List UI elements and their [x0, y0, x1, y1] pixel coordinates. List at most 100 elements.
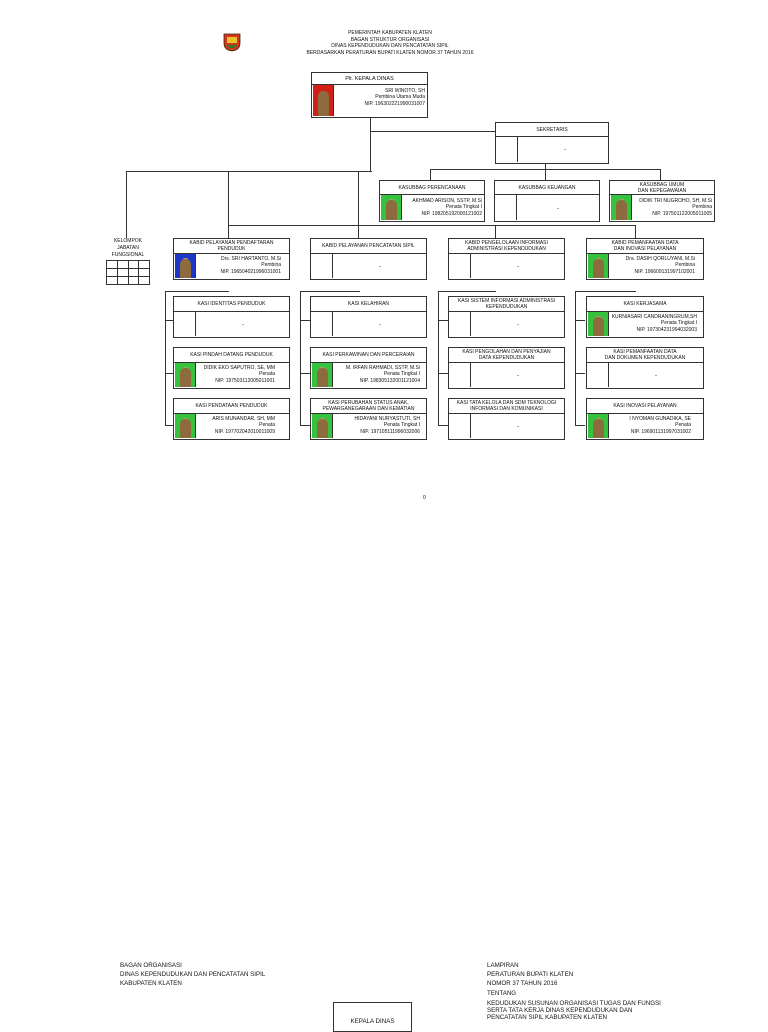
kasubbag-perencanaan-name: AKHMAD ARISON, SSTP, M.Si [412, 198, 482, 204]
connector [438, 291, 439, 426]
connector [575, 373, 585, 374]
kasi-perubahan-status-box: KASI PERUBAHAN STATUS ANAK,PEWARGANEGARA… [310, 398, 427, 440]
fungsional-grid [106, 260, 150, 285]
kasubbag-umum-title-1: KASUBBAG UMUM [639, 181, 685, 188]
kasubbag-perencanaan-title: KASUBBAG PERENCANAAN [380, 181, 484, 195]
footer-right-line-7: PENCATATAN SIPIL KABUPATEN KLATEN [487, 1013, 607, 1021]
connector [430, 169, 431, 180]
footer-right-line-5: KEDUDUKAN SUSUNAN ORGANISASI TUGAS DAN F… [487, 999, 661, 1007]
col2-2-rank: Penata Tingkat I [383, 422, 420, 429]
col2-0-title: KASI KELAHIRAN [311, 297, 426, 312]
kepala-title: Plt. KEPALA DINAS [312, 73, 427, 85]
portrait-photo [312, 363, 333, 387]
connector [575, 291, 576, 426]
kabid1-title-2: PENDUDUK [217, 246, 246, 252]
kasi-inovasi-pelayanan-box: KASI INOVASI PELAYANAN I NYOMAN GUNADIKA… [586, 398, 704, 440]
footer-right-line-6: SERTA TATA KERJA DINAS KEPENDUDUKAN DAN [487, 1006, 633, 1014]
footer-left-line-3: KABUPATEN KLATEN [120, 980, 182, 988]
col4-0-name: KURNIASARI CANDRANINGRUM,SH [611, 314, 697, 320]
portrait-photo [588, 254, 609, 278]
kabid3-title-2: ADMINISTRASI KEPENDUDUKAN [467, 246, 546, 252]
connector [438, 373, 448, 374]
kabid1-rank: Pembina [261, 262, 281, 269]
col2-2-name: HIDAYANI NURYASTUTI, SH [354, 416, 420, 422]
footer-left-line-2: DINAS KEPENDUDUKAN DAN PENCATATAN SIPIL [120, 971, 266, 979]
connector [126, 171, 127, 238]
portrait-photo [450, 254, 471, 278]
col3-1-title-1: KASI PENGOLAHAN DAN PENYAJIAN [462, 349, 551, 355]
col2-2-nip: NIP. 197105111996032006 [360, 428, 420, 435]
kasi-kerjasama-box: KASI KERJASAMA KURNIASARI CANDRANINGRUM,… [586, 296, 704, 338]
portrait-photo [611, 195, 632, 220]
kabid4-rank: Pembina [675, 262, 695, 269]
connector [660, 169, 661, 180]
kepala-rank: Pembina Utama Muda [375, 94, 425, 101]
kepala-dinas-box: Plt. KEPALA DINAS SRI WINOTO, SH Pembina… [311, 72, 428, 118]
kabupaten-logo [222, 32, 242, 52]
col1-1-rank: Penata [259, 371, 275, 378]
col2-0-value: - [379, 322, 381, 328]
connector [165, 373, 173, 374]
portrait-photo [175, 414, 196, 438]
connector [228, 171, 229, 238]
col1-0-value: - [242, 322, 244, 328]
col2-1-nip: NIP. 198305132001121004 [359, 377, 420, 384]
col2-1-name: M. IRFAN RAHMADI, SSTP, M.Si [345, 365, 420, 371]
col3-0-title-1: KASI SISTEM INFORMASI ADMINISTRASI [457, 298, 556, 304]
portrait-photo [588, 312, 609, 336]
kabid1-nip: NIP. 196504021996031001 [220, 268, 281, 275]
portrait-photo [450, 414, 471, 438]
portrait-photo [175, 312, 196, 336]
kasubbag-umum-rank: Pembina [692, 204, 712, 211]
kabid2-title: KABID PELAYANAN PENCATATAN SIPIL [311, 239, 426, 254]
connector [575, 425, 585, 426]
connector [438, 291, 496, 292]
col1-2-rank: Penata [259, 422, 275, 429]
col4-1-title-1: KASI PEMANFAATAN DATA [613, 349, 677, 355]
kasubbag-keuangan-title: KASUBBAG KEUANGAN [495, 181, 599, 195]
footer-left-line-1: BAGAN ORGANISASI [120, 962, 182, 969]
kasubbag-umum-nip: NIP. 197501122005011005 [652, 210, 712, 217]
col1-1-title: KASI PINDAH DATANG PENDUDUK [174, 348, 289, 363]
kelompok-jabatan-fungsional: KELOMPOK JABATAN FUNGSIONAL [106, 238, 150, 290]
col4-1-value: - [655, 373, 657, 379]
col3-1-value: - [517, 373, 519, 379]
portrait-photo [450, 312, 471, 336]
connector [635, 225, 636, 238]
col1-2-title: KASI PENDATAAN PENDUDUK [174, 399, 289, 414]
portrait-photo [313, 85, 334, 116]
kasubbag-keuangan-box: KASUBBAG KEUANGAN - [494, 180, 600, 222]
kasi-pendataan-box: KASI PENDATAAN PENDUDUK ARIS MUNANDAR, S… [173, 398, 290, 440]
kasi-perkawinan-box: KASI PERKAWINAN DAN PERCERAIAN M. IRFAN … [310, 347, 427, 389]
kabid4-title-2: DAN INOVASI PELAYANAN [613, 246, 677, 252]
col1-0-title: KASI IDENTITAS PENDUDUK [174, 297, 289, 312]
col2-1-title: KASI PERKAWINAN DAN PERCERAIAN [311, 348, 426, 363]
kelompok-line-2: JABATAN [117, 245, 139, 251]
connector [575, 291, 636, 292]
connector [358, 171, 359, 238]
kelompok-line-3: FUNGSIONAL [111, 252, 145, 258]
portrait-photo [312, 312, 333, 336]
portrait-photo [496, 195, 517, 220]
col4-0-rank: Penata Tingkat I [660, 320, 697, 327]
connector [495, 225, 496, 238]
kabid3-title-1: KABID PENGELOLAAN INFORMASI [465, 240, 548, 246]
footer-kepala-dinas-box: KEPALA DINAS [333, 1002, 412, 1032]
footer-right-line-4: TENTANG [487, 989, 517, 997]
connector [300, 291, 360, 292]
kabid-pencatatan-sipil-box: KABID PELAYANAN PENCATATAN SIPIL - [310, 238, 427, 280]
kasi-identitas-box: KASI IDENTITAS PENDUDUK - [173, 296, 290, 338]
kabid4-nip: NIP. 196609131997102001 [634, 268, 695, 275]
connector [165, 291, 166, 426]
footer-right: LAMPIRAN PERATURAN BUPATI KLATEN NOMOR 3… [487, 961, 661, 1021]
sekretaris-value: - [564, 147, 566, 153]
portrait-photo [381, 195, 402, 220]
connector [438, 320, 448, 321]
col1-2-name: ARIS MUNANDAR, SH, MM [212, 416, 275, 422]
footer-right-line-2: PERATURAN BUPATI KLATEN [487, 971, 574, 979]
